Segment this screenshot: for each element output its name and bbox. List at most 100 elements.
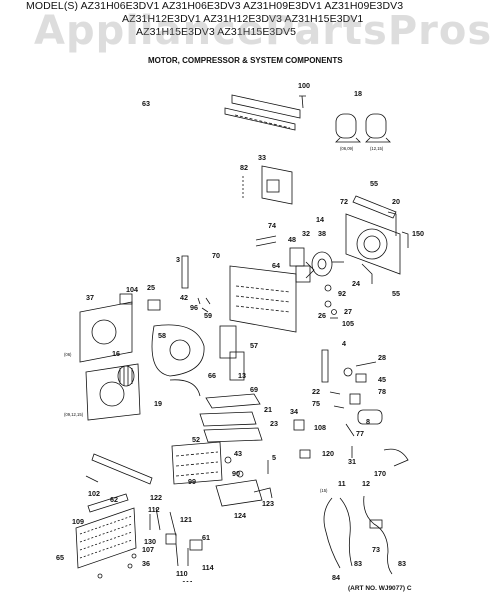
part-number-label: 52 (192, 435, 200, 444)
part-number-label: 16 (112, 349, 120, 358)
part-number-label: 69 (250, 385, 258, 394)
watermark-text: AppliancePartsPros.com (34, 8, 493, 54)
part-number-label: 64 (272, 261, 280, 270)
model-list: MODEL(S) AZ31H06E3DV1 AZ31H06E3DV3 AZ31H… (26, 0, 486, 39)
part-number-label: 77 (356, 429, 364, 438)
part-number-label: 48 (288, 235, 296, 244)
part-66-lead (355, 361, 377, 367)
part-4-bracket (321, 349, 329, 383)
part-22-tray (205, 393, 261, 409)
part-number-label: 42 (180, 293, 188, 302)
part-3-bracket (181, 255, 189, 289)
model-line: AZ31H12E3DV1 AZ31H12E3DV3 AZ31H15E3DV1 (122, 13, 364, 25)
part-number-label: 84 (332, 573, 340, 582)
part-number-label: 14 (316, 215, 324, 224)
part-number-label: 104 (126, 285, 138, 294)
part-number-label: 22 (312, 387, 320, 396)
part-number-label: 21 (264, 405, 272, 414)
part-number-label: 18 (354, 89, 362, 98)
part-number-label: 96 (190, 303, 198, 312)
part-130-holder (165, 533, 177, 545)
part-8-capacitor (357, 409, 383, 425)
part-number-label: 100 (298, 81, 310, 90)
model-line: AZ31H15E3DV3 AZ31H15E3DV5 (136, 26, 297, 38)
part-120-block (299, 449, 311, 459)
part-number-label: 111 (182, 579, 193, 582)
part-number-label: 83 (398, 559, 406, 568)
part-43-bushing (224, 456, 232, 464)
part-123-bracket (253, 487, 273, 499)
part-78-clip (333, 405, 345, 409)
part-number-label: 55 (370, 179, 378, 188)
part-124-tray (215, 479, 263, 507)
part-number-label: 11 (338, 479, 346, 488)
part-104-block (119, 293, 133, 305)
part-99-strip (91, 453, 153, 485)
small-label: (09,12,15) (64, 412, 84, 417)
part-150-clip (401, 231, 409, 248)
page-header: MODEL(S) AZ31H06E3DV1 AZ31H06E3DV3 AZ31H… (0, 0, 493, 70)
part-number-label: 61 (202, 533, 210, 542)
part-number-label: 31 (348, 457, 356, 466)
part-number-label: 105 (342, 319, 354, 328)
part-number-label: 120 (322, 449, 334, 458)
part-48-capacitor (289, 247, 305, 267)
part-90-bushing (236, 470, 244, 478)
part-number-label: 114 (202, 563, 214, 572)
model-line: MODEL(S) AZ31H06E3DV1 AZ31H06E3DV3 AZ31H… (26, 0, 404, 12)
part-36-screw (127, 563, 133, 569)
part-number-label: 109 (72, 517, 84, 526)
part-number-label: 26 (318, 311, 326, 320)
part-number-label: 66 (208, 371, 216, 380)
part-number-label: 4 (342, 339, 346, 348)
part-number-label: 74 (268, 221, 276, 230)
part-number-label: 150 (412, 229, 424, 238)
part-100-screw (299, 95, 306, 109)
part-number-label: 28 (378, 353, 386, 362)
part-number-label: 72 (340, 197, 348, 206)
part-number-label: 12 (362, 479, 370, 488)
part-20-bracket (387, 211, 397, 236)
part-number-label: 62 (110, 495, 118, 504)
part-number-label: 63 (142, 99, 150, 108)
part-number-label: 57 (250, 341, 258, 350)
part-number-label: 27 (344, 307, 352, 316)
part-number-label: 43 (234, 449, 242, 458)
part-121-tube (169, 511, 177, 537)
part-23-tray (203, 427, 263, 443)
part-number-label: 45 (378, 375, 386, 384)
small-label: (12,15) (370, 146, 384, 151)
part-110-lead (175, 543, 179, 567)
part-number-label: 38 (318, 229, 326, 238)
part-52-frame (171, 441, 223, 485)
part-34-tray (199, 411, 257, 427)
part-16-blower (117, 365, 135, 387)
part-21-housing (85, 363, 141, 421)
part-12-cord (363, 495, 393, 575)
part-11-cord (323, 497, 353, 569)
part-70-panel (229, 265, 311, 333)
part-number-label: 73 (372, 545, 380, 554)
part-number-label: 102 (88, 489, 100, 498)
part-42-screw (197, 297, 201, 305)
part-63-rail (224, 94, 301, 131)
part-number-label: 3 (176, 255, 180, 264)
small-label: (06,09) (340, 146, 354, 151)
part-number-label: 82 (240, 163, 248, 172)
part-number-label: 25 (147, 283, 155, 292)
part-number-label: 78 (378, 387, 386, 396)
part-25-grommet (324, 300, 332, 308)
part-number-label: 32 (302, 229, 310, 238)
part-28-switch (343, 367, 353, 377)
part-59-clip (201, 307, 209, 313)
part-18-compressors (335, 113, 391, 143)
part-number-label: 37 (86, 293, 94, 302)
part-number-label: 112 (148, 505, 160, 514)
part-24-grommet (324, 284, 332, 292)
part-number-label: 36 (142, 559, 150, 568)
part-number-label: 75 (312, 399, 320, 408)
part-number-label: 19 (154, 399, 162, 408)
part-102-strip (85, 475, 99, 483)
small-label: (06) (64, 352, 72, 357)
part-57-panel (219, 325, 237, 359)
